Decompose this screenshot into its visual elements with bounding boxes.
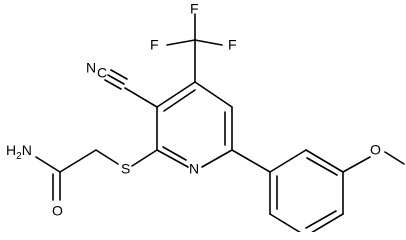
bond-carbonyl-n — [35, 156, 61, 173]
atom-nh2-h: H — [6, 142, 16, 158]
bond-c6-n1 — [201, 149, 233, 168]
structure-diagram: F F F N N C S O H2N — [6, 1, 405, 232]
atom-s: S — [121, 161, 130, 177]
atom-f-left: F — [150, 37, 159, 53]
molecule-canvas: F F F N N C S O H2N — [6, 1, 405, 232]
bond-ch2-carbonyl — [59, 149, 97, 173]
atom-n-ring: N — [189, 161, 199, 177]
bond-cn-triple-3 — [104, 79, 122, 90]
bond-s-ch2 — [95, 149, 119, 165]
atom-nh2-n: N — [22, 142, 32, 158]
bond-c3-c4 — [156, 81, 196, 108]
atom-o-ether: O — [370, 142, 381, 158]
atom-o-carbonyl: O — [52, 203, 63, 219]
atom-f-top: F — [190, 1, 199, 17]
bond-ph-2 — [305, 149, 344, 173]
bond-n1-c2 — [156, 149, 189, 168]
bond-n1-c2-double — [162, 146, 187, 161]
bond-c3-c4-double — [163, 89, 196, 112]
bond-ph-2-double — [306, 157, 338, 176]
bond-c3-cn — [124, 87, 158, 108]
bond-o-ch3 — [384, 151, 405, 165]
bond-c6-ph — [231, 149, 271, 173]
bond-c-f-right — [194, 39, 223, 46]
atom-nh2-subscript: 2 — [16, 151, 22, 162]
bond-ph-o — [342, 156, 371, 173]
bond-c2-s — [131, 149, 158, 167]
atom-c-nitrile: C — [97, 65, 107, 81]
bond-cn-triple-1 — [107, 74, 125, 85]
atom-nh2: H2N — [6, 142, 32, 162]
bond-ph-1 — [269, 149, 307, 173]
bond-ph-5 — [269, 213, 301, 232]
bond-ph-4 — [311, 213, 344, 232]
atom-n-nitrile: N — [86, 60, 96, 76]
bond-c4-c5 — [194, 81, 233, 108]
atom-f-right: F — [228, 37, 237, 53]
bond-c-f-left — [166, 39, 196, 46]
bond-ph-4-double — [305, 210, 337, 229]
bond-cn-triple-2 — [110, 69, 128, 80]
